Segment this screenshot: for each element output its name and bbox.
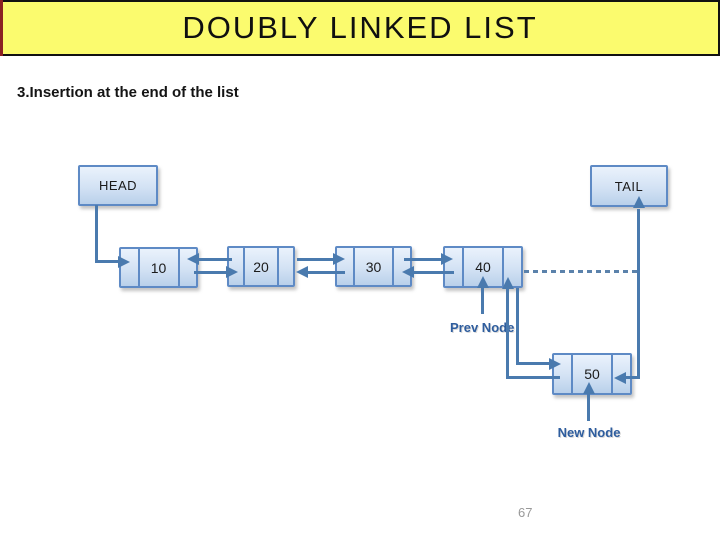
next-link-40-to-50-horizontal xyxy=(516,362,549,365)
tail-link-vertical xyxy=(637,209,640,379)
tail-link-into-50-head xyxy=(614,372,626,384)
slide-subtitle: 3.Insertion at the end of the list xyxy=(17,84,239,101)
next-arrow-10-to-20-head xyxy=(226,266,238,278)
old-tail-dashed-line xyxy=(524,270,637,273)
new-node-annotation-line xyxy=(587,393,590,421)
head-pointer-line-vertical xyxy=(95,205,98,263)
prev-arrow-40-to-30-line xyxy=(413,271,454,274)
head-pointer-line-horizontal xyxy=(95,260,119,263)
tail-box: TAIL xyxy=(590,165,668,207)
slide-title: DOUBLY LINKED LIST xyxy=(182,10,538,45)
node-20-next-cell xyxy=(279,248,293,285)
head-label: HEAD xyxy=(98,178,138,193)
prev-arrow-30-to-20-head xyxy=(296,266,308,278)
node-20-value: 20 xyxy=(243,248,279,285)
head-box: HEAD xyxy=(78,165,158,206)
page-number: 67 xyxy=(518,505,533,520)
next-arrow-10-to-20-line xyxy=(194,271,226,274)
node-40-value: 40 xyxy=(461,248,505,286)
next-arrow-20-to-30-line xyxy=(297,258,333,261)
prev-link-50-to-40-horizontal xyxy=(506,376,560,379)
prev-node-annotation-arrowhead xyxy=(477,276,489,288)
prev-arrow-20-to-10-head xyxy=(187,253,199,265)
title-bar: DOUBLY LINKED LIST xyxy=(0,0,720,56)
new-node-annotation-arrowhead xyxy=(583,382,595,394)
node-30-value: 30 xyxy=(353,248,394,285)
next-arrow-30-to-40-line xyxy=(404,258,441,261)
new-node-label: New Node xyxy=(557,425,621,440)
node-30: 30 xyxy=(335,246,412,287)
node-10: 10 xyxy=(119,247,198,288)
next-arrow-30-to-40-head xyxy=(441,253,453,265)
tail-link-into-tail-head xyxy=(633,196,645,208)
prev-node-annotation-line xyxy=(481,287,484,314)
node-50-value: 50 xyxy=(570,355,614,393)
head-pointer-arrowhead xyxy=(118,256,130,268)
prev-arrow-20-to-10-line xyxy=(198,258,232,261)
next-link-40-to-50-vertical xyxy=(516,288,519,365)
next-arrow-20-to-30-head xyxy=(333,253,345,265)
next-link-40-to-50-head xyxy=(549,358,561,370)
prev-arrow-30-to-20-line xyxy=(307,271,345,274)
left-accent-strip xyxy=(0,0,3,56)
tail-label: TAIL xyxy=(614,178,644,194)
tail-link-horizontal xyxy=(625,376,640,379)
prev-link-50-to-40-vertical xyxy=(506,288,509,379)
prev-node-label: Prev Node xyxy=(450,320,515,335)
node-10-value: 10 xyxy=(137,249,180,286)
prev-arrow-40-to-30-head xyxy=(402,266,414,278)
prev-link-50-to-40-head xyxy=(502,277,514,289)
